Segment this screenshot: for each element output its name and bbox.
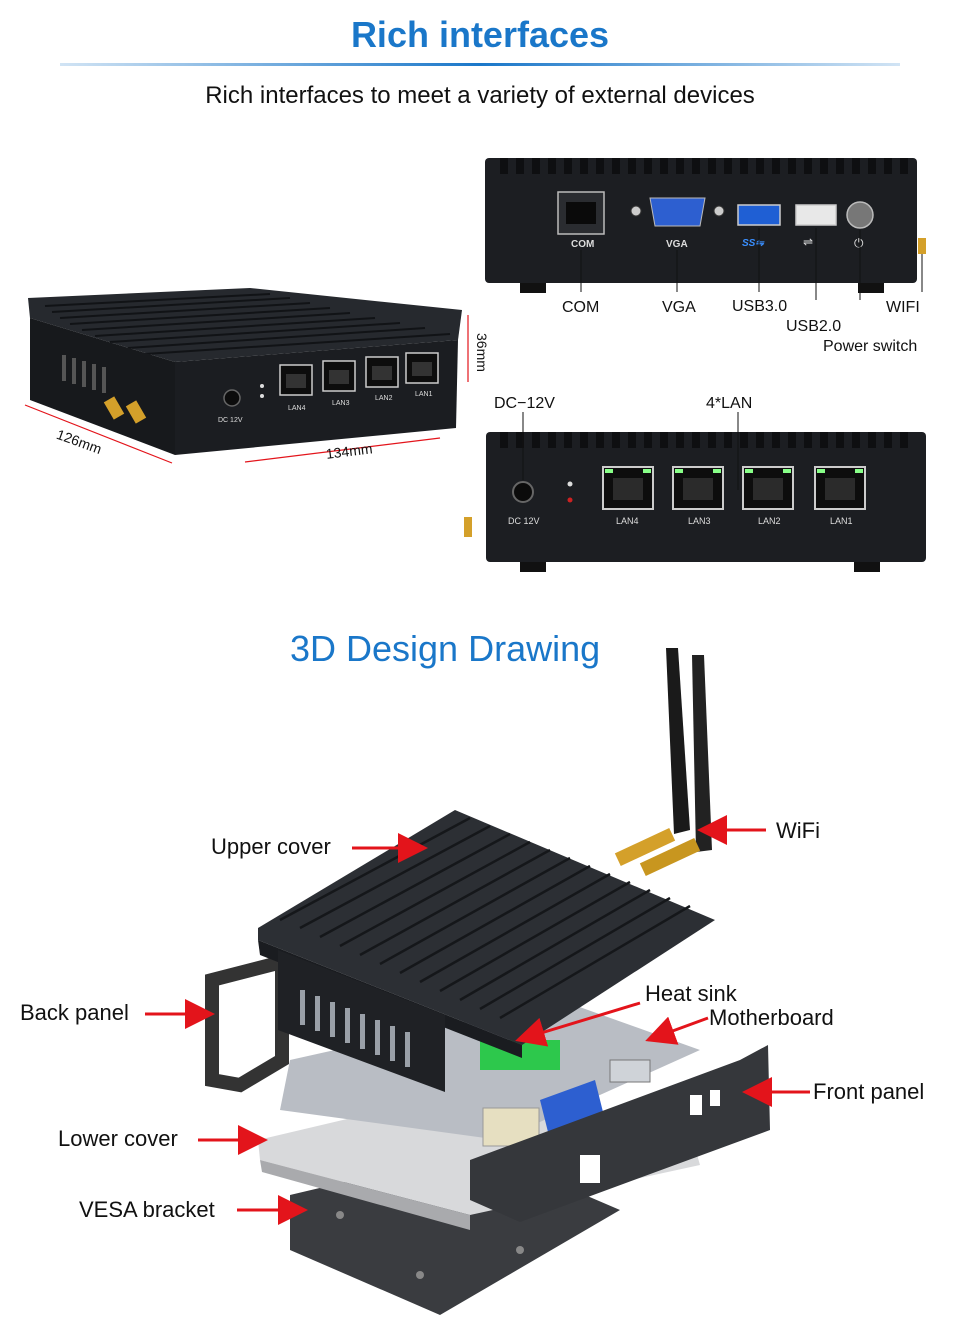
lan-port-icon	[742, 466, 794, 510]
dc-12v-print: DC 12V	[508, 516, 540, 526]
upper-cover-part	[258, 810, 715, 1045]
lan-port-icon	[814, 466, 866, 510]
callout-power-switch: Power switch	[823, 338, 918, 355]
lan4-print: LAN4	[288, 405, 306, 412]
vga-screw-icon	[630, 205, 642, 217]
callout-wifi: WIFI	[886, 299, 920, 316]
usb3-port-icon	[737, 204, 781, 226]
back-panel-image: COM VGA SS⇋ ⇌ ⏻	[485, 158, 926, 300]
lan2-print: LAN2	[375, 395, 393, 402]
label-vesa-bracket: VESA bracket	[79, 1197, 215, 1222]
wifi-connector-icon	[464, 517, 472, 537]
label-wifi: WiFi	[776, 818, 820, 843]
led-icon	[567, 497, 573, 503]
callout-dc-12v: DC−12V	[494, 395, 555, 412]
section-title-3d-design: 3D Design Drawing	[290, 628, 601, 669]
callout-vga: VGA	[662, 299, 696, 316]
lan1-print: LAN1	[415, 391, 433, 398]
com-port-icon	[557, 191, 605, 235]
usb3-symbol-icon: SS⇋	[742, 238, 765, 249]
dc-jack-icon	[223, 389, 241, 407]
antenna-connector-icon	[103, 396, 147, 424]
page-title: Rich interfaces	[350, 14, 610, 55]
width-dimension-line	[244, 437, 441, 463]
title-divider	[60, 63, 900, 66]
label-heat-sink: Heat sink	[645, 981, 737, 1006]
lan1-print: LAN1	[830, 516, 853, 526]
label-lower-cover: Lower cover	[58, 1126, 178, 1151]
exploded-view-image	[145, 648, 810, 1315]
led-icon	[567, 481, 573, 487]
com-print: COM	[571, 239, 594, 250]
depth-dimension-line	[24, 404, 173, 464]
lan-port-icon	[279, 364, 313, 396]
lan3-print: LAN3	[332, 400, 350, 407]
callout-4-lan: 4*LAN	[706, 395, 753, 412]
power-symbol-icon: ⏻	[854, 236, 864, 250]
label-front-panel: Front panel	[813, 1079, 925, 1104]
angled-product-image: DC 12V LAN4 LAN3 LAN2 LAN1	[24, 288, 469, 464]
vga-port-icon	[649, 197, 706, 227]
label-back-panel: Back panel	[20, 1000, 129, 1025]
page-subtitle: Rich interfaces to meet a variety of ext…	[205, 82, 755, 109]
power-switch-icon	[846, 201, 874, 229]
lan-port-icon	[602, 466, 654, 510]
label-motherboard: Motherboard	[709, 1005, 834, 1030]
lan3-print: LAN3	[688, 516, 711, 526]
lan-port-icon	[365, 356, 399, 388]
vga-screw-icon	[713, 205, 725, 217]
lan-port-icon	[322, 360, 356, 392]
front-panel-part	[470, 1045, 770, 1222]
lan2-print: LAN2	[758, 516, 781, 526]
callout-usb2: USB2.0	[786, 318, 842, 335]
callout-com: COM	[562, 299, 600, 316]
dc-jack-icon	[512, 481, 534, 503]
front-panel-image: DC 12V LAN4 LAN3 LAN2 LAN1	[464, 412, 926, 572]
callout-usb3: USB3.0	[732, 298, 788, 315]
wifi-connector-icon	[918, 238, 926, 254]
height-dimension: 36mm	[474, 333, 490, 372]
usb2-port-icon	[795, 204, 837, 226]
usb2-symbol-icon: ⇌	[803, 235, 813, 249]
dc-print: DC 12V	[218, 417, 243, 424]
label-upper-cover: Upper cover	[211, 834, 331, 859]
back-panel-part	[205, 952, 289, 1093]
lan-port-icon	[405, 352, 439, 384]
lan4-print: LAN4	[616, 516, 639, 526]
lan-port-icon	[672, 466, 724, 510]
vga-print: VGA	[666, 239, 688, 250]
wifi-antenna-icon	[614, 648, 712, 877]
